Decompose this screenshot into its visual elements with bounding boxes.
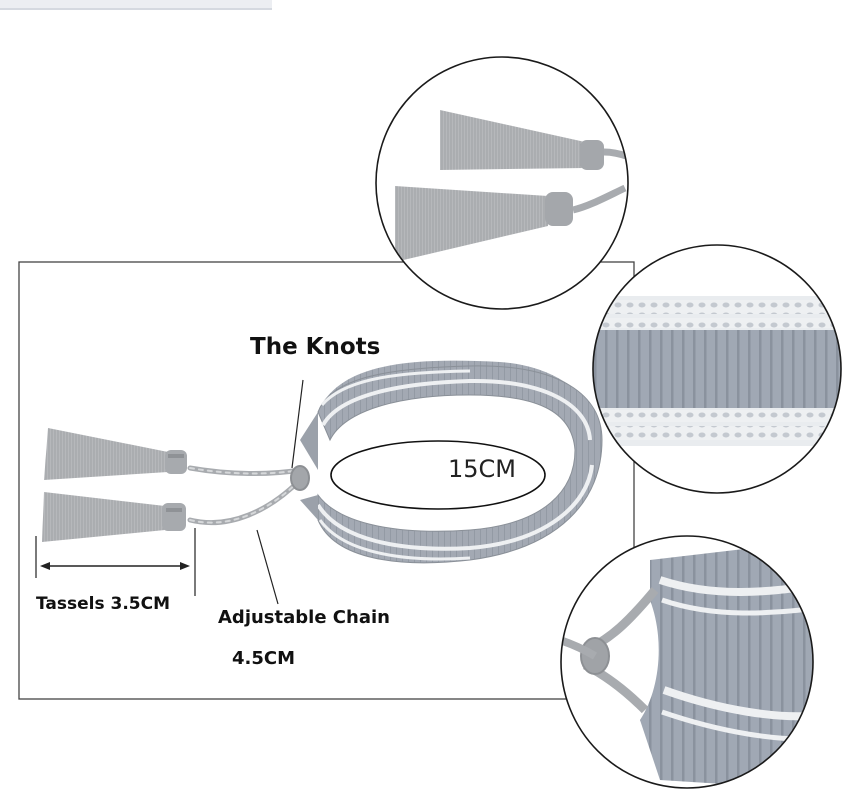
knots-label: The Knots (250, 334, 381, 360)
product-frame (18, 261, 635, 700)
zoom-tassels (375, 56, 629, 310)
bracelet-band (300, 360, 603, 564)
circumference-ellipse (330, 440, 546, 510)
chain-label: Adjustable Chain (218, 607, 390, 628)
annotation-lines (35, 379, 304, 605)
chain-length-label: 4.5CM (232, 648, 296, 669)
top-left-tab (0, 0, 272, 10)
tassels-label: Tassels 3.5CM (36, 594, 171, 614)
adjustable-cord (187, 465, 310, 526)
tassel-length-arrow (40, 562, 190, 570)
tassel-top (44, 428, 187, 480)
zoom-knot (560, 535, 814, 789)
tassel-bottom (42, 492, 186, 542)
circumference-label: 15CM (448, 455, 517, 483)
zoom-weave (592, 244, 842, 494)
